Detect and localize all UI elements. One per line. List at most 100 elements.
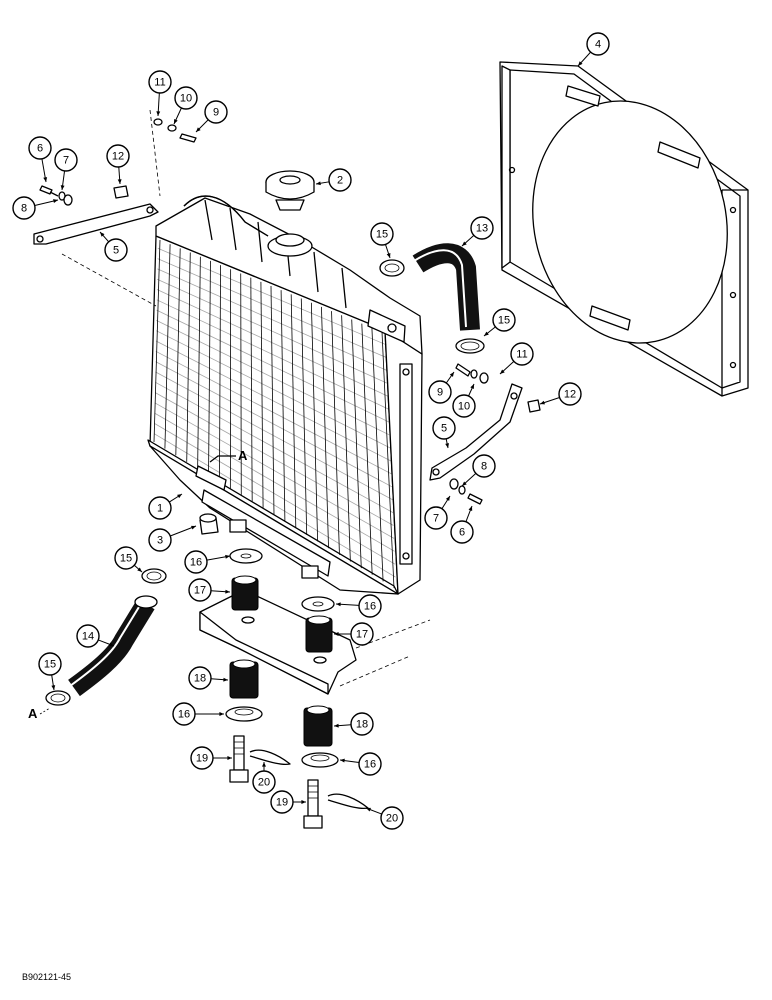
callout-bubble: [350, 622, 374, 646]
hose-clamp: [45, 690, 71, 706]
callout-bracket-5: 5: [99, 231, 128, 262]
callout-arrowhead: [462, 241, 467, 246]
callout-bubble: [188, 666, 212, 690]
hose-clamp: [141, 568, 167, 584]
callout-bubble: [172, 702, 196, 726]
callout-washer-16: 16: [172, 702, 224, 726]
callout-arrowhead: [484, 331, 489, 336]
callout-clip-pin-20: 20: [365, 806, 404, 830]
callout-lock-washer-10: 10: [452, 383, 476, 418]
callout-lower-hose-14: 14: [76, 624, 115, 648]
callout-number: 5: [113, 245, 119, 257]
callout-bubble: [472, 454, 496, 478]
callout-clip-pin-20: 20: [252, 762, 276, 794]
callout-bubble: [148, 528, 172, 552]
callout-washer-8: 8: [12, 196, 59, 220]
callout-bubble: [270, 790, 294, 814]
callout-bubble: [106, 144, 130, 168]
callout-bubble: [204, 100, 228, 124]
bolt: [229, 735, 249, 783]
callout-number: 11: [516, 349, 527, 361]
callout-hose-clamp-15: 15: [483, 308, 516, 337]
callout-number: 20: [386, 813, 398, 825]
radiator: [147, 195, 423, 595]
callout-bubble: [358, 752, 382, 776]
callout-arrowhead: [137, 567, 142, 572]
callout-number: 16: [190, 557, 202, 569]
callout-arrowhead: [301, 800, 306, 804]
callout-bubble: [54, 148, 78, 172]
reference-mark-a: A: [28, 706, 38, 721]
callout-bubble: [252, 770, 276, 794]
callout-number: 14: [82, 631, 94, 643]
callout-number: 17: [194, 585, 206, 597]
callout-number: 15: [376, 229, 388, 241]
callout-washer-16: 16: [339, 752, 382, 776]
callout-number: 19: [196, 753, 208, 765]
callout-number: 9: [437, 387, 443, 399]
callout-bubble: [586, 32, 610, 56]
callout-bubble: [148, 496, 172, 520]
hose-clamp: [379, 259, 405, 277]
callout-arrowhead: [53, 199, 58, 203]
callout-upper-hose-13: 13: [461, 216, 494, 247]
callout-arrowhead: [500, 369, 505, 374]
callout-arrowhead: [174, 119, 178, 124]
callout-bracket-5: 5: [432, 416, 456, 449]
callout-number: 16: [178, 709, 190, 721]
callout-arrowhead: [109, 642, 114, 647]
callout-radiator-1: 1: [148, 493, 183, 520]
callout-arrowhead: [470, 384, 474, 389]
callout-arrowhead: [227, 756, 232, 760]
callout-arrowhead: [156, 111, 161, 116]
callout-number: 19: [276, 797, 288, 809]
callout-bubble: [450, 520, 474, 544]
callout-bubble: [424, 506, 448, 530]
callout-bubble: [190, 746, 214, 770]
callout-bubble: [174, 86, 198, 110]
callout-bolt-9: 9: [195, 100, 228, 133]
callout-bolt-19: 19: [190, 746, 232, 770]
callout-bolt-19: 19: [270, 790, 306, 814]
callout-number: 16: [364, 759, 376, 771]
callout-arrowhead: [100, 232, 105, 237]
callout-washer-11: 11: [148, 70, 172, 117]
callout-washer-8: 8: [461, 454, 496, 487]
callout-arrowhead: [462, 481, 467, 486]
callout-arrowhead: [334, 723, 339, 728]
lower-hose: [68, 595, 158, 697]
callout-arrowhead: [366, 807, 371, 812]
callout-hose-clamp-15: 15: [38, 652, 62, 691]
callout-lock-washer-7: 7: [424, 495, 451, 530]
callout-isolator-18: 18: [333, 712, 374, 736]
callout-bubble: [114, 546, 138, 570]
callout-number: 8: [21, 203, 27, 215]
callout-number: 18: [356, 719, 368, 731]
fan-shroud: [499, 61, 749, 397]
callout-bubble: [428, 380, 452, 404]
callout-drain-valve-3: 3: [148, 525, 197, 552]
callout-arrowhead: [223, 677, 228, 682]
callout-number: 9: [213, 107, 219, 119]
isolator: [229, 659, 259, 699]
callout-isolator-17: 17: [334, 622, 374, 646]
callout-arrowhead: [225, 554, 230, 559]
callout-number: 2: [337, 175, 343, 187]
callout-arrowhead: [445, 496, 450, 501]
washer: [301, 752, 339, 768]
callout-washer-16: 16: [335, 594, 382, 618]
callout-arrowhead: [43, 177, 48, 182]
clip-pin: [249, 749, 291, 766]
callout-bolt-9: 9: [428, 371, 455, 404]
callout-number: 15: [120, 553, 132, 565]
callout-number: 20: [258, 777, 270, 789]
callout-bubble: [328, 168, 352, 192]
callout-arrowhead: [386, 253, 391, 258]
callout-arrowhead: [191, 525, 196, 530]
callout-arrowhead: [468, 506, 473, 511]
callout-fan-shroud-4: 4: [577, 32, 610, 67]
upper-hose: [412, 243, 480, 331]
callout-number: 6: [459, 527, 465, 539]
callout-arrowhead: [336, 602, 341, 607]
